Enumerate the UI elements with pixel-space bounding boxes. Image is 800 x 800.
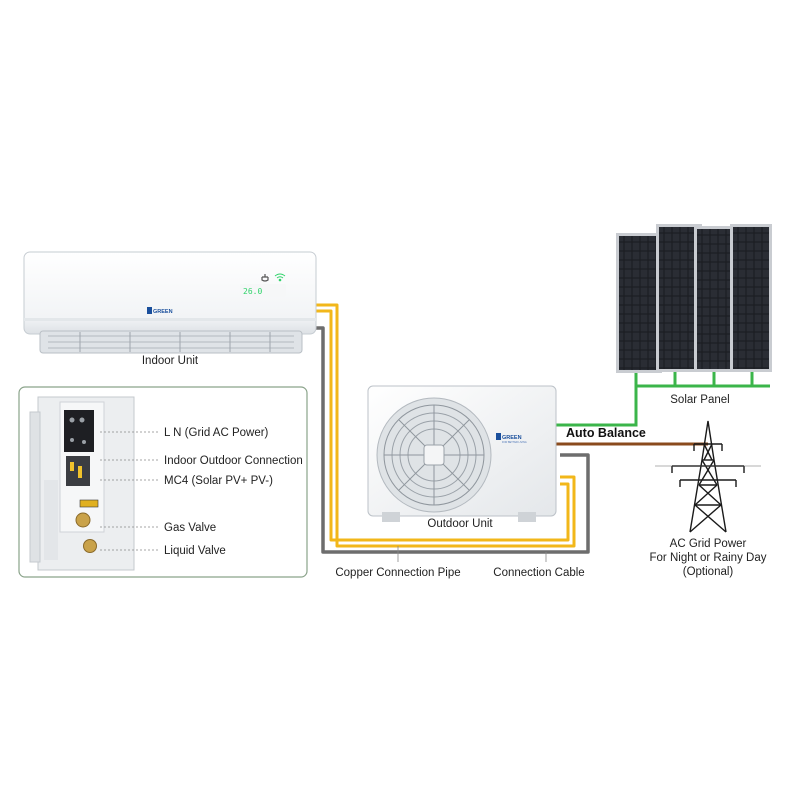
- indoor-unit-label: Indoor Unit: [142, 355, 199, 367]
- grid-power-sublabel: For Night or Rainy Day: [650, 552, 767, 564]
- callout-gas-valve: Gas Valve: [164, 522, 216, 534]
- grid-power-label: AC Grid Power: [670, 538, 747, 550]
- callout-indoor-outdoor-connection: Indoor Outdoor Connection: [164, 455, 303, 467]
- outdoor-brand-logo: GREEN FOR BETTER LIVING: [496, 433, 527, 444]
- solar-panel-array: [616, 224, 772, 373]
- svg-text:GREEN: GREEN: [502, 435, 522, 441]
- indoor-back-panel-photo: [29, 396, 135, 571]
- solar-panel: [616, 233, 662, 373]
- indoor-brand-logo: GREEN: [147, 307, 173, 315]
- plug-icon: [261, 274, 269, 282]
- svg-text:FOR BETTER LIVING: FOR BETTER LIVING: [502, 441, 527, 444]
- connection-cable-label: Connection Cable: [493, 567, 584, 579]
- callout-liquid-valve: Liquid Valve: [164, 545, 226, 557]
- transmission-tower: [655, 420, 761, 533]
- auto-balance-label: Auto Balance: [566, 426, 646, 440]
- grid-power-optional-label: (Optional): [683, 566, 734, 578]
- solar-panel-label: Solar Panel: [670, 394, 729, 406]
- copper-pipe-label: Copper Connection Pipe: [335, 567, 460, 579]
- callout-ln-grid-power: L N (Grid AC Power): [164, 427, 269, 439]
- outdoor-unit: GREEN FOR BETTER LIVING: [367, 385, 557, 522]
- outdoor-unit-label: Outdoor Unit: [427, 518, 493, 530]
- connection-cable: [316, 326, 590, 554]
- indoor-detail-box: L N (Grid AC Power) Indoor Outdoor Conne…: [18, 386, 308, 578]
- callout-leader-lines: [100, 431, 160, 551]
- copper-pipe-inner: [316, 309, 570, 542]
- wifi-icon: [274, 273, 286, 282]
- cable-line: [316, 326, 590, 554]
- callout-mc4-solar: MC4 (Solar PV+ PV-): [164, 475, 273, 487]
- solar-panel: [730, 224, 772, 372]
- copper-pipe-outer: [316, 303, 576, 548]
- indoor-display-panel: 26.0: [240, 273, 286, 297]
- indoor-unit: GREEN 26.0: [23, 251, 317, 354]
- svg-text:GREEN: GREEN: [153, 309, 173, 315]
- indoor-temperature-display: 26.0: [243, 287, 262, 296]
- solar-wiring: [556, 372, 770, 427]
- copper-connection-pipe: [316, 303, 576, 548]
- outdoor-fan-grille: [376, 397, 492, 513]
